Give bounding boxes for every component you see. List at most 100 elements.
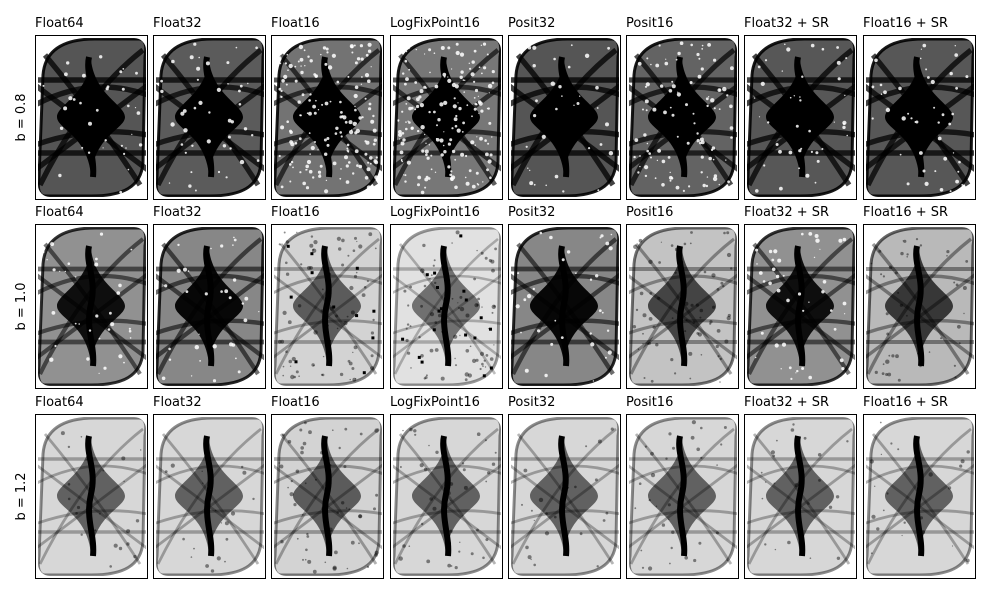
attractor-density — [38, 38, 146, 197]
panel-frame — [863, 224, 976, 389]
attractor-density — [393, 227, 501, 386]
attractor-panel: Float32 + SR — [744, 16, 857, 200]
attractor-panel: LogFixPoint16 — [390, 16, 503, 200]
attractor-density — [747, 227, 855, 386]
panel-title: LogFixPoint16 — [390, 16, 480, 31]
panel-title: Float32 — [153, 16, 202, 31]
panel-title: Posit16 — [626, 205, 673, 220]
attractor-panel: Posit16 — [626, 395, 739, 579]
attractor-density — [156, 38, 264, 197]
panel-frame — [744, 224, 857, 389]
panel-title: Float16 — [271, 16, 320, 31]
attractor-panel: LogFixPoint16 — [390, 395, 503, 579]
attractor-density — [747, 417, 855, 576]
row-label: b = 0.8 — [14, 93, 29, 141]
attractor-panel: Posit16 — [626, 205, 739, 389]
panel-title: Posit16 — [626, 16, 673, 31]
attractor-density — [511, 38, 619, 197]
attractor-density — [629, 227, 737, 386]
attractor-panel: Float32 — [153, 205, 266, 389]
panel-frame — [153, 414, 266, 579]
panel-frame — [863, 414, 976, 579]
attractor-panel: Float64 — [35, 205, 148, 389]
panel-frame — [35, 224, 148, 389]
attractor-panel: LogFixPoint16 — [390, 205, 503, 389]
attractor-panel: Float16 — [271, 205, 384, 389]
panel-title: Float32 + SR — [744, 16, 829, 31]
attractor-panel: Float32 + SR — [744, 395, 857, 579]
panel-frame — [271, 224, 384, 389]
panel-frame — [626, 414, 739, 579]
panel-title: Posit32 — [508, 205, 555, 220]
panel-frame — [626, 224, 739, 389]
attractor-panel: Float16 — [271, 16, 384, 200]
panel-title: Float32 + SR — [744, 205, 829, 220]
panel-title: Float32 + SR — [744, 395, 829, 410]
attractor-density — [866, 227, 974, 386]
panel-frame — [744, 414, 857, 579]
attractor-density — [156, 227, 264, 386]
attractor-panel: Float32 — [153, 395, 266, 579]
panel-frame — [626, 35, 739, 200]
panel-frame — [153, 35, 266, 200]
attractor-density — [274, 38, 382, 197]
attractor-panel: Posit32 — [508, 16, 621, 200]
panel-title: Posit16 — [626, 395, 673, 410]
attractor-density — [629, 38, 737, 197]
attractor-density — [866, 417, 974, 576]
attractor-density — [274, 417, 382, 576]
panel-title: Float64 — [35, 16, 84, 31]
panel-frame — [271, 35, 384, 200]
attractor-panel: Posit32 — [508, 395, 621, 579]
attractor-density — [629, 417, 737, 576]
attractor-density — [511, 417, 619, 576]
row-label: b = 1.0 — [14, 282, 29, 330]
panel-title: Float64 — [35, 395, 84, 410]
panel-frame — [390, 35, 503, 200]
attractor-density — [38, 227, 146, 386]
attractor-density — [274, 227, 382, 386]
attractor-panel: Float64 — [35, 16, 148, 200]
attractor-density — [747, 38, 855, 197]
panel-frame — [508, 224, 621, 389]
attractor-density — [511, 227, 619, 386]
panel-frame — [390, 224, 503, 389]
row-label: b = 1.2 — [14, 472, 29, 520]
attractor-panel: Float16 + SR — [863, 16, 976, 200]
attractor-density — [38, 417, 146, 576]
panel-title: Float16 — [271, 205, 320, 220]
panel-frame — [508, 414, 621, 579]
panel-frame — [508, 35, 621, 200]
panel-title: Posit32 — [508, 395, 555, 410]
attractor-panel: Float16 + SR — [863, 205, 976, 389]
panel-title: Float16 + SR — [863, 16, 948, 31]
panel-frame — [153, 224, 266, 389]
panel-title: Posit32 — [508, 16, 555, 31]
panel-frame — [35, 414, 148, 579]
panel-title: Float32 — [153, 205, 202, 220]
panel-title: Float16 — [271, 395, 320, 410]
panel-title: LogFixPoint16 — [390, 395, 480, 410]
attractor-density — [393, 417, 501, 576]
attractor-density — [393, 38, 501, 197]
attractor-panel: Posit16 — [626, 16, 739, 200]
attractor-panel: Float16 — [271, 395, 384, 579]
panel-title: Float16 + SR — [863, 205, 948, 220]
panel-frame — [390, 414, 503, 579]
attractor-panel: Float16 + SR — [863, 395, 976, 579]
attractor-panel: Float32 — [153, 16, 266, 200]
panel-title: Float64 — [35, 205, 84, 220]
attractor-panel: Posit32 — [508, 205, 621, 389]
attractor-panel: Float32 + SR — [744, 205, 857, 389]
panel-title: LogFixPoint16 — [390, 205, 480, 220]
panel-frame — [35, 35, 148, 200]
panel-frame — [271, 414, 384, 579]
panel-frame — [744, 35, 857, 200]
panel-title: Float16 + SR — [863, 395, 948, 410]
panel-frame — [863, 35, 976, 200]
attractor-density — [866, 38, 974, 197]
attractor-density — [156, 417, 264, 576]
panel-title: Float32 — [153, 395, 202, 410]
attractor-panel: Float64 — [35, 395, 148, 579]
